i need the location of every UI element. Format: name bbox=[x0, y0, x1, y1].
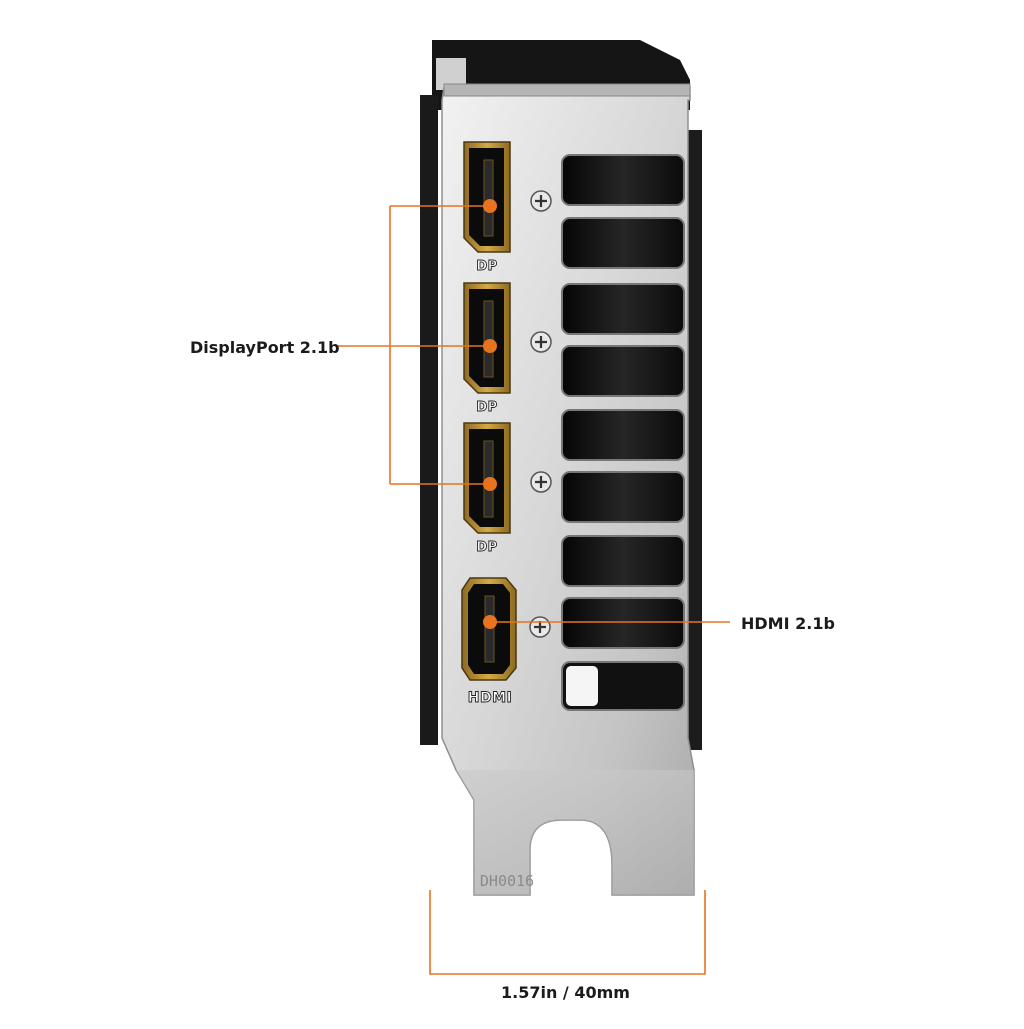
displayport-port-1: DP bbox=[463, 141, 511, 274]
screw-icon bbox=[530, 331, 552, 353]
displayport-label: DisplayPort 2.1b bbox=[190, 338, 340, 357]
callout-dot bbox=[483, 339, 497, 353]
screw-icon bbox=[530, 190, 552, 212]
bracket-stamp: DH0016 bbox=[480, 872, 534, 890]
hdmi-label: HDMI 2.1b bbox=[741, 614, 835, 633]
port-caption-hdmi: HDMI bbox=[468, 690, 512, 706]
displayport-callout bbox=[335, 199, 497, 491]
callout-dot bbox=[483, 615, 497, 629]
hdmi-callout bbox=[483, 615, 730, 629]
screw-icon bbox=[529, 616, 551, 638]
screw-icon bbox=[530, 471, 552, 493]
port-caption-dp-2: DP bbox=[476, 400, 497, 415]
port-caption-dp-3: DP bbox=[476, 540, 497, 555]
width-dimension-label: 1.57in / 40mm bbox=[501, 983, 630, 1002]
callout-dot bbox=[483, 199, 497, 213]
port-caption-dp-1: DP bbox=[476, 259, 497, 274]
callout-dot bbox=[483, 477, 497, 491]
displayport-port-2: DP bbox=[463, 282, 511, 415]
width-dimension-line bbox=[429, 890, 706, 975]
vent-slots bbox=[561, 154, 685, 711]
hdmi-port: HDMI bbox=[461, 577, 517, 706]
